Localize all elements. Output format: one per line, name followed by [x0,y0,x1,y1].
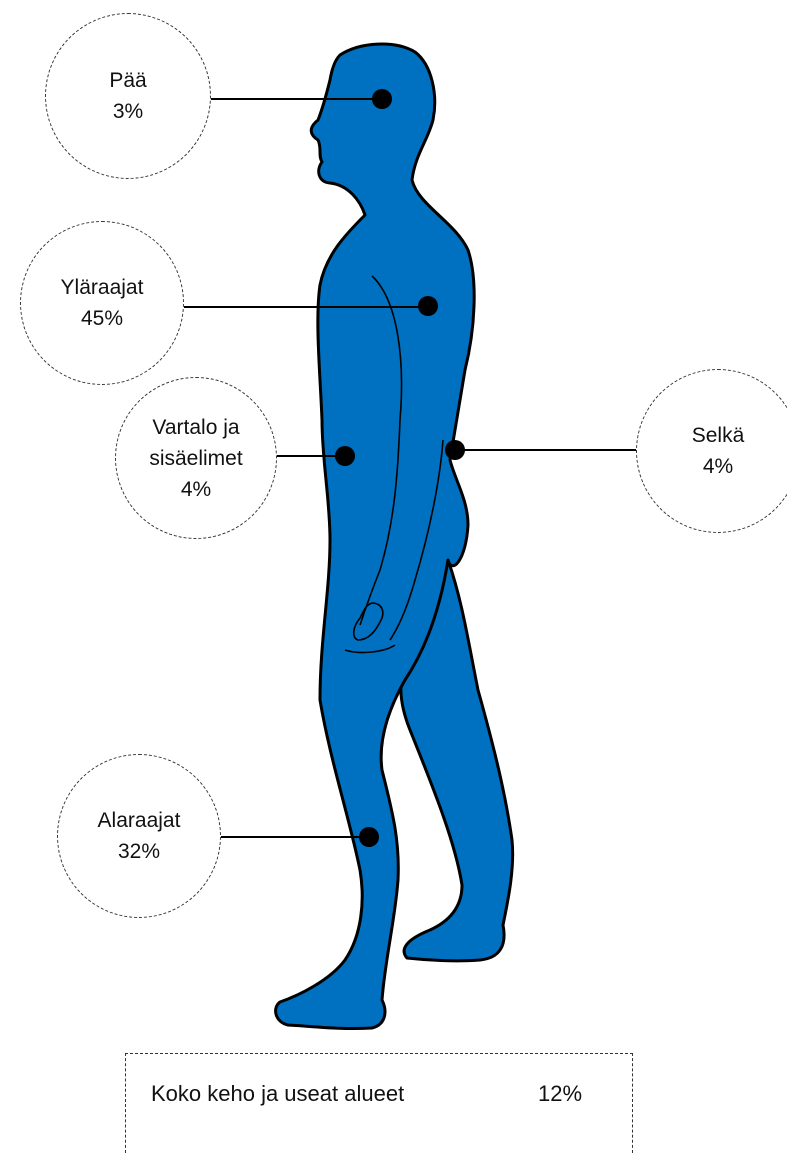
upper-limbs-label: Yläraajat [61,272,144,303]
back-callout: Selkä 4% [636,369,787,533]
head-dot [372,89,392,109]
torso-value: 4% [181,474,211,505]
head-label: Pää [109,65,146,96]
upper-limbs-value: 45% [81,303,123,334]
whole-body-value: 12% [538,1081,582,1107]
body-silhouette [276,44,475,1029]
lower-limbs-dot [359,827,379,847]
lower-limbs-value: 32% [118,836,160,867]
back-value: 4% [703,451,733,482]
back-label: Selkä [692,420,745,451]
head-value: 3% [113,96,143,127]
lower-limbs-label: Alaraajat [98,805,181,836]
upper-limbs-dot [418,296,438,316]
torso-label-line2: sisäelimet [149,443,242,474]
torso-dot [335,446,355,466]
whole-body-label: Koko keho ja useat alueet [151,1081,404,1107]
torso-label-line1: Vartalo ja [152,412,239,443]
lower-limbs-callout: Alaraajat 32% [57,754,221,918]
torso-callout: Vartalo ja sisäelimet 4% [115,377,277,539]
head-callout: Pää 3% [45,13,211,179]
back-dot [445,440,465,460]
upper-limbs-callout: Yläraajat 45% [20,221,184,385]
